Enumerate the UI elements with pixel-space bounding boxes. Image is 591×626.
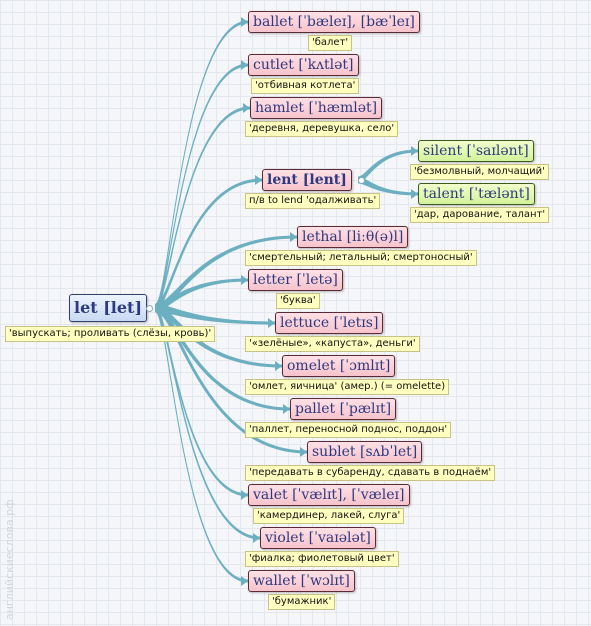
watermark: английскиеслова.рф (3, 499, 16, 620)
root-word-node[interactable]: let [let] (69, 294, 148, 322)
translation-hamlet: 'деревня, деревушка, село' (245, 121, 399, 137)
connector-omelet (155, 304, 282, 368)
translation-omelet: 'омлет, яичница' (амер.) (= omelette) (245, 379, 450, 395)
translation-valet: 'камердинер, лакей, слуга' (253, 508, 405, 524)
word-node-lent[interactable]: lent [lent] (262, 169, 352, 191)
connector-letter (155, 278, 248, 312)
word-node-sublet[interactable]: sublet [sʌbˈlet] (307, 441, 423, 463)
connector-lethal-arrowhead (290, 232, 297, 242)
translation-cutlet: 'отбивная котлета' (251, 78, 360, 94)
translation-lethal: 'смертельный; летальный; смертоносный' (245, 250, 477, 266)
word-node-lettuce[interactable]: lettuce [ˈletɪs] (275, 312, 384, 334)
connector-cutlet-arrowhead (241, 60, 248, 70)
word-node-pallet[interactable]: pallet [ˈpælɪt] (290, 398, 397, 420)
translation-wallet: 'бумажник' (268, 594, 336, 610)
connector-valet-arrowhead (241, 490, 248, 500)
root-translation: 'выпускать; проливать (слёзы, кровь)' (5, 326, 216, 342)
word-node-letter[interactable]: letter [ˈletə] (248, 269, 343, 291)
translation-pallet: 'паллет, переносной поднос, поддон' (245, 422, 452, 438)
connector-lettuce-arrowhead (268, 318, 275, 328)
sub-word-node-talent[interactable]: talent [ˈtælənt] (418, 183, 535, 205)
translation-talent: 'дар, дарование, талант' (410, 207, 550, 223)
sub-word-node-silent[interactable]: silent [ˈsaɪlənt] (418, 140, 534, 162)
connector-silent-arrowhead (411, 146, 418, 156)
word-node-omelet[interactable]: omelet [ˈɔmlɪt] (282, 355, 396, 377)
connector-violet-arrowhead (253, 533, 260, 543)
translation-lent: п/в to lend 'одалживать' (245, 193, 381, 209)
translation-letter: 'буква' (276, 293, 320, 309)
connector-omelet-arrowhead (275, 361, 282, 371)
connector-wallet-arrowhead (241, 576, 248, 586)
translation-violet: 'фиалка; фиолетовый цвет' (245, 551, 399, 567)
root-collapse-knob[interactable] (146, 305, 153, 312)
connector-letter-arrowhead (241, 275, 248, 285)
connector-silent (358, 149, 418, 184)
word-node-ballet[interactable]: ballet [ˈbæleɪ], [bæˈleɪ] (248, 11, 420, 33)
word-node-violet[interactable]: violet [ˈvaɪələt] (260, 527, 376, 549)
translation-lettuce: '«зелёные», «капуста», деньги' (245, 336, 420, 352)
word-node-cutlet[interactable]: cutlet [ˈkʌtlət] (248, 54, 359, 76)
connector-pallet-arrowhead (283, 404, 290, 414)
word-node-hamlet[interactable]: hamlet [ˈhæmlət] (250, 97, 383, 119)
connector-lettuce (155, 304, 275, 325)
connector-sublet-arrowhead (300, 447, 307, 457)
translation-silent: 'безмолвный, молчащий' (410, 164, 549, 180)
word-node-valet[interactable]: valet [ˈvælɪt], [ˈvæleɪ] (248, 484, 410, 506)
connector-hamlet-arrowhead (243, 103, 250, 113)
lent-collapse-knob[interactable] (358, 177, 365, 184)
connector-talent-arrowhead (411, 189, 418, 199)
translation-ballet: 'балет' (308, 35, 353, 51)
word-node-wallet[interactable]: wallet [ˈwɔlɪt] (248, 570, 355, 592)
connector-lent-arrowhead (255, 175, 262, 185)
connector-ballet-arrowhead (241, 17, 248, 27)
word-node-lethal[interactable]: lethal [liːθ(ə)l] (297, 226, 409, 248)
connector-lethal (155, 235, 297, 312)
translation-sublet: 'передавать в субаренду, сдавать в подна… (245, 465, 496, 481)
